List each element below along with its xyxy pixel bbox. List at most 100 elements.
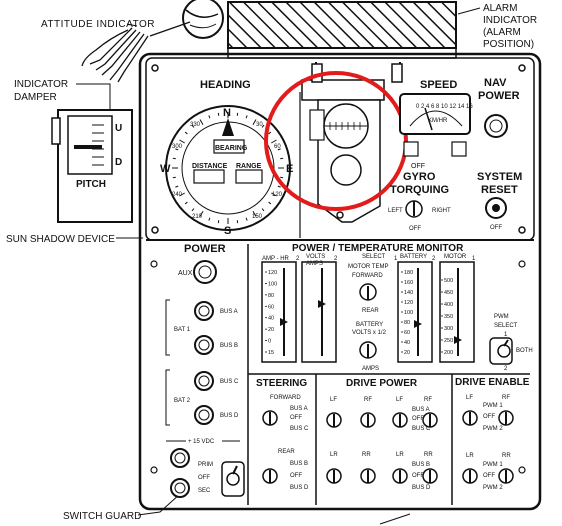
sun-shadow-device [301, 62, 403, 223]
damper-fringe [81, 21, 191, 83]
prim-sec-toggle-guarded[interactable] [221, 461, 245, 497]
steering-forward-switch[interactable] [262, 410, 278, 426]
steering-bus-c-label: BUS C [290, 426, 309, 432]
gauge-scale-label: 140 [404, 290, 413, 296]
dp-rr-switch-2[interactable] [422, 468, 438, 484]
alarm-label-3: (ALARM [483, 27, 521, 38]
gauge-scale-label: 350 [444, 314, 453, 320]
heading-tick [217, 220, 220, 224]
steering-rear-switch[interactable] [262, 468, 278, 484]
heading-tick [208, 217, 211, 221]
steering-off-label-1: OFF [290, 415, 302, 421]
dp-rf-switch-1[interactable] [360, 412, 376, 428]
aux-switch[interactable] [193, 260, 217, 284]
bus-a-switch[interactable] [194, 301, 214, 321]
heading-tick [172, 157, 176, 160]
battery-amps-select-switch[interactable] [359, 341, 377, 359]
alarm-label-4: POSITION) [483, 39, 534, 50]
ptm-one-a: 1 [394, 256, 398, 262]
nav-power-button[interactable] [484, 114, 508, 138]
system-reset-label-1: SYSTEM [477, 171, 522, 183]
speed-off-label: OFF [411, 163, 425, 170]
heading-tick-60: 60 [274, 144, 281, 150]
heading-tick [236, 220, 239, 224]
steering-bus-b-label: BUS B [290, 461, 308, 467]
ptm-one-b: 1 [472, 256, 476, 262]
bus-b-switch[interactable] [194, 335, 214, 355]
heading-tick [280, 176, 284, 179]
de-lf-label: LF [466, 395, 473, 401]
panel-frame [138, 52, 542, 511]
indicator-damper-label-2: DAMPER [14, 92, 57, 103]
dp-lr-switch-2[interactable] [392, 468, 408, 484]
distance-label: DISTANCE [192, 163, 228, 170]
de-lr-switch[interactable] [462, 468, 478, 484]
dp-off-label-1: OFF [412, 416, 424, 422]
gyro-torquing-switch[interactable] [405, 200, 423, 218]
gauge-scale-label: 15 [268, 350, 274, 356]
dp-rr-switch-1[interactable] [360, 468, 376, 484]
de-rf-switch[interactable] [498, 410, 514, 426]
de-rr-label: RR [502, 453, 511, 459]
dp-lf-switch-2[interactable] [392, 412, 408, 428]
drive-power-label: DRIVE POWER [346, 378, 418, 389]
motor-temp-select-switch[interactable] [359, 283, 377, 301]
gauge-scale-label: 80 [404, 320, 410, 326]
heading-tick [252, 211, 257, 217]
vdc-switch-2[interactable] [170, 478, 190, 498]
attitude-indicator [182, 0, 224, 39]
pitch-up-label: U [115, 123, 122, 134]
heading-tick [175, 148, 179, 151]
gauge-scale-label: 450 [444, 290, 453, 296]
pwm-two-label: 2 [504, 366, 508, 372]
dp-lf-switch-1[interactable] [326, 412, 342, 428]
dp-lr-label-2: LR [396, 452, 404, 458]
gauge-scale-label: 80 [268, 293, 274, 299]
gyro-label-1: GYRO [403, 171, 436, 183]
gauge-scale-label: 40 [404, 340, 410, 346]
ptm-two-c: 2 [432, 256, 436, 262]
heading-tick-330: 330 [190, 122, 201, 128]
de-lf-switch[interactable] [462, 410, 478, 426]
heading-tick [172, 176, 176, 179]
gyro-off-label: OFF [409, 226, 421, 232]
heading-tick [184, 201, 188, 205]
ptm-rear-label: REAR [362, 308, 379, 314]
dp-lr-switch-1[interactable] [326, 468, 342, 484]
pitch-label: PITCH [76, 179, 106, 190]
bus-c-switch[interactable] [194, 371, 214, 391]
pwm-select-switch[interactable] [489, 337, 513, 365]
steering-section: STEERING FORWARD BUS A OFF BUS C REAR BU… [256, 378, 309, 491]
gauge-scale-label: 40 [268, 316, 274, 322]
de-rr-switch[interactable] [498, 468, 514, 484]
ptm-forward-label: FORWARD [352, 273, 383, 279]
dp-rf-switch-2[interactable] [422, 412, 438, 428]
gauge-scale-label: 250 [444, 338, 453, 344]
gauge-scale-label: 0 [268, 339, 271, 345]
nav-power-label-1: NAV [484, 77, 507, 89]
pwm-one-label: 1 [504, 332, 508, 338]
bus-d-switch[interactable] [194, 405, 214, 425]
bus-c-label: BUS C [220, 379, 239, 385]
gauge-scale-label: 100 [404, 310, 413, 316]
heading-tick [184, 131, 188, 135]
battery-label: BATTERY [400, 254, 427, 260]
system-reset-button[interactable] [485, 197, 507, 219]
attitude-indicator-label: ATTITUDE INDICATOR [41, 19, 155, 30]
ptm-amps-bottom-label: AMPS [362, 366, 379, 372]
gyro-label-2: TORQUING [390, 184, 449, 196]
heading-tick [252, 119, 257, 125]
heading-tick [191, 124, 195, 128]
dp-rr-label: RR [362, 452, 371, 458]
heading-tick-210: 210 [192, 214, 203, 220]
gauge-scale-label: 500 [444, 278, 453, 284]
vdc-switch-1[interactable] [170, 448, 190, 468]
highlight-circle [264, 71, 408, 211]
dp-bus-d-label: BUS D [412, 485, 431, 491]
gauge-scale-label: 300 [444, 326, 453, 332]
heading-south: S [224, 225, 231, 237]
gauge-scale-label: 20 [268, 327, 274, 333]
dp-rr-label-2: RR [424, 452, 433, 458]
aux-label: AUX [178, 270, 193, 277]
